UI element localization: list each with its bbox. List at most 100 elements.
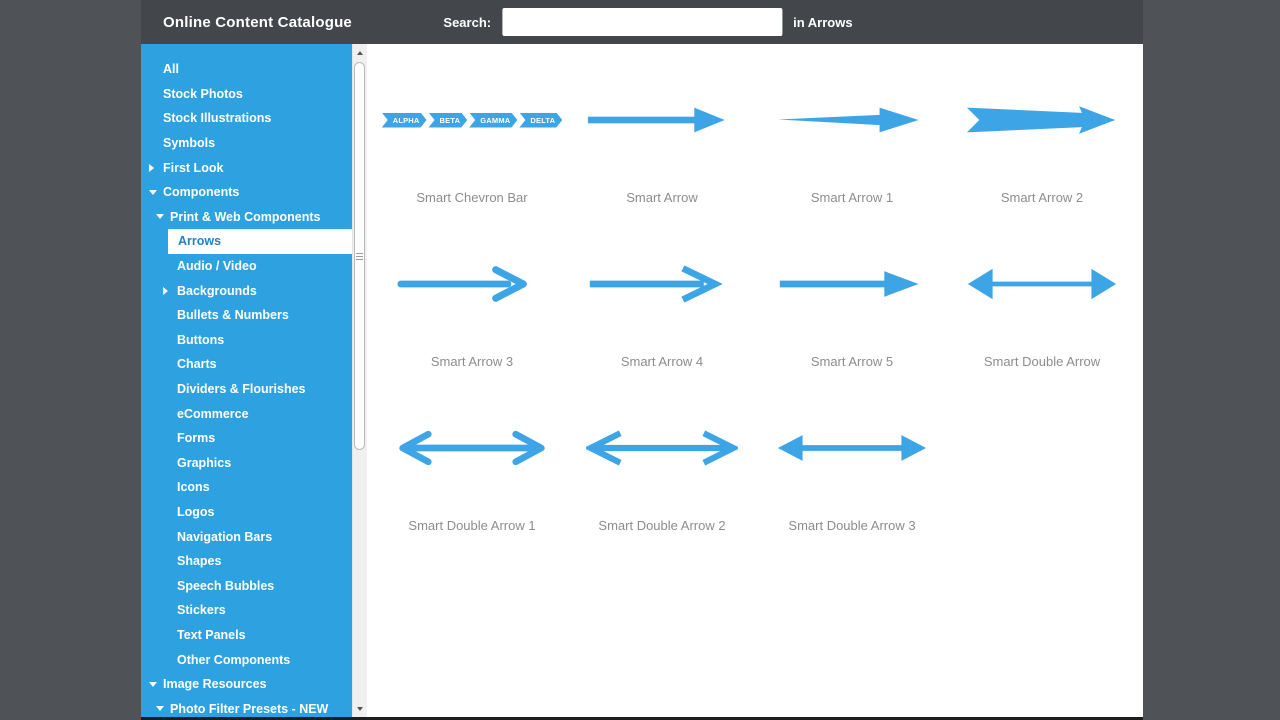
icon-slot [163, 286, 177, 295]
sidebar-item-graphics[interactable]: Graphics [177, 455, 232, 470]
chevron-segment: ALPHA [382, 113, 427, 128]
catalog-item-label: Smart Arrow 5 [810, 354, 894, 369]
scrollbar-grip-icon [356, 255, 363, 257]
smart-double-arrow-graphic [947, 222, 1137, 346]
chevron-segment-label: GAMMA [480, 115, 511, 125]
sidebar-item-stock-photos[interactable]: Stock Photos [163, 86, 243, 101]
catalog-item-smart-arrow[interactable]: Smart Arrow [567, 58, 757, 222]
catalog-item-smart-double-arrow-1[interactable]: Smart Double Arrow 1 [377, 386, 567, 550]
catalog-item-smart-arrow-1[interactable]: Smart Arrow 1 [757, 58, 947, 222]
smart-arrow-3-graphic [377, 222, 567, 346]
icon-slot [156, 706, 170, 712]
search-label: Search: [443, 14, 492, 30]
sidebar-item-symbols[interactable]: Symbols [163, 136, 216, 151]
sidebar-item-all[interactable]: All [163, 62, 179, 77]
app-body: All Stock Photos Stock Illustrations Sym… [141, 44, 1143, 720]
catalog-item-smart-double-arrow-3[interactable]: Smart Double Arrow 3 [757, 386, 947, 550]
sidebar-item-first-look[interactable]: First Look [141, 155, 352, 180]
smart-arrow-2-graphic [947, 58, 1137, 182]
chevron-segment: GAMMA [469, 113, 517, 128]
chevron-down-icon [149, 189, 157, 195]
smart-arrow-1-graphic [757, 58, 947, 182]
icon-slot [149, 163, 163, 172]
catalog-item-smart-chevron-bar[interactable]: ALPHA BETA GAMMA DELTA Smart Chevron Bar [377, 58, 567, 222]
chevron-down-icon [149, 681, 157, 687]
sidebar-item-shapes[interactable]: Shapes [177, 554, 222, 569]
catalog-item-smart-arrow-5[interactable]: Smart Arrow 5 [757, 222, 947, 386]
smart-arrow-graphic [567, 58, 757, 182]
results-panel: ALPHA BETA GAMMA DELTA Smart Chevron Bar [367, 44, 1143, 720]
chevron-down-icon [156, 214, 164, 220]
catalog-item-smart-double-arrow-2[interactable]: Smart Double Arrow 2 [567, 386, 757, 550]
sidebar-item-bullets-numbers[interactable]: Bullets & Numbers [177, 308, 289, 323]
scrollbar-grip-icon [356, 258, 363, 260]
sidebar-item-dividers-flourishes[interactable]: Dividers & Flourishes [177, 382, 306, 397]
sidebar-scrollbar[interactable] [352, 44, 367, 720]
smart-arrow-4-graphic [567, 222, 757, 346]
scroll-down-icon [357, 707, 363, 711]
sidebar-item-stickers[interactable]: Stickers [177, 603, 226, 618]
chevron-segment-label: DELTA [530, 115, 556, 125]
scroll-up-icon [357, 51, 363, 55]
header-bar: Online Content Catalogue Search: in Arro… [141, 0, 1143, 44]
sidebar-item-logos[interactable]: Logos [177, 504, 215, 519]
chevron-segment: DELTA [519, 113, 562, 128]
sidebar-item-arrows[interactable]: Arrows [168, 229, 352, 254]
scrollbar-down-button[interactable] [353, 701, 367, 717]
sidebar-item-image-resources[interactable]: Image Resources [141, 672, 352, 697]
sidebar-item-forms[interactable]: Forms [177, 431, 216, 446]
catalog-item-label: Smart Arrow 3 [430, 354, 514, 369]
chevron-right-icon [163, 286, 168, 295]
chevron-segment: BETA [429, 113, 468, 128]
smart-double-arrow-2-graphic [567, 386, 757, 510]
icon-slot [156, 214, 170, 220]
catalog-item-smart-arrow-2[interactable]: Smart Arrow 2 [947, 58, 1137, 222]
sidebar-item-print-web-components[interactable]: Print & Web Components [141, 205, 352, 230]
sidebar-item-text-panels[interactable]: Text Panels [177, 627, 246, 642]
smart-double-arrow-3-graphic [757, 386, 947, 510]
chevron-bar: ALPHA BETA GAMMA DELTA [382, 113, 563, 128]
category-sidebar: All Stock Photos Stock Illustrations Sym… [141, 44, 352, 720]
sidebar-item-audio-video[interactable]: Audio / Video [177, 259, 257, 274]
smart-double-arrow-1-graphic [377, 386, 567, 510]
sidebar-item-navigation-bars[interactable]: Navigation Bars [177, 529, 273, 544]
catalog-item-label: Smart Double Arrow 3 [788, 518, 916, 533]
catalog-item-label: Smart Double Arrow 1 [408, 518, 536, 533]
chevron-segment-label: BETA [439, 115, 461, 125]
app-window: Online Content Catalogue Search: in Arro… [141, 0, 1143, 720]
smart-arrow-5-graphic [757, 222, 947, 346]
sidebar-item-backgrounds[interactable]: Backgrounds [141, 278, 352, 303]
app-title: Online Content Catalogue [163, 13, 352, 31]
catalog-item-smart-arrow-4[interactable]: Smart Arrow 4 [567, 222, 757, 386]
search-input[interactable] [502, 8, 783, 36]
catalog-item-label: Smart Double Arrow [983, 354, 1101, 369]
sidebar-item-ecommerce[interactable]: eCommerce [177, 406, 249, 421]
catalog-item-label: Smart Arrow [626, 190, 698, 205]
catalog-item-smart-double-arrow[interactable]: Smart Double Arrow [947, 222, 1137, 386]
results-grid: ALPHA BETA GAMMA DELTA Smart Chevron Bar [367, 44, 1143, 550]
sidebar-item-stock-illustrations[interactable]: Stock Illustrations [163, 111, 272, 126]
sidebar-item-other-components[interactable]: Other Components [177, 652, 291, 667]
search-scope-label: in Arrows [793, 14, 853, 30]
catalog-item-label: Smart Arrow 2 [1000, 190, 1084, 205]
chevron-right-icon [149, 163, 154, 172]
search-group: Search: in Arrows [443, 0, 853, 44]
sidebar-item-icons[interactable]: Icons [177, 480, 210, 495]
catalog-item-label: Smart Double Arrow 2 [598, 518, 726, 533]
sidebar-item-photo-filter-presets[interactable]: Photo Filter Presets - NEW [141, 696, 352, 720]
catalog-item-label: Smart Arrow 1 [810, 190, 894, 205]
sidebar-item-buttons[interactable]: Buttons [177, 332, 225, 347]
sidebar-item-charts[interactable]: Charts [177, 357, 217, 372]
catalog-item-label: Smart Chevron Bar [416, 190, 528, 205]
catalog-item-smart-arrow-3[interactable]: Smart Arrow 3 [377, 222, 567, 386]
chevron-segment-label: ALPHA [392, 115, 420, 125]
scrollbar-up-button[interactable] [353, 45, 367, 61]
smart-chevron-bar-graphic: ALPHA BETA GAMMA DELTA [377, 58, 567, 182]
sidebar-item-speech-bubbles[interactable]: Speech Bubbles [177, 578, 275, 593]
chevron-down-icon [156, 706, 164, 712]
scrollbar-thumb[interactable] [354, 62, 365, 450]
icon-slot [149, 681, 163, 687]
sidebar-item-components[interactable]: Components [141, 180, 352, 205]
icon-slot [149, 189, 163, 195]
